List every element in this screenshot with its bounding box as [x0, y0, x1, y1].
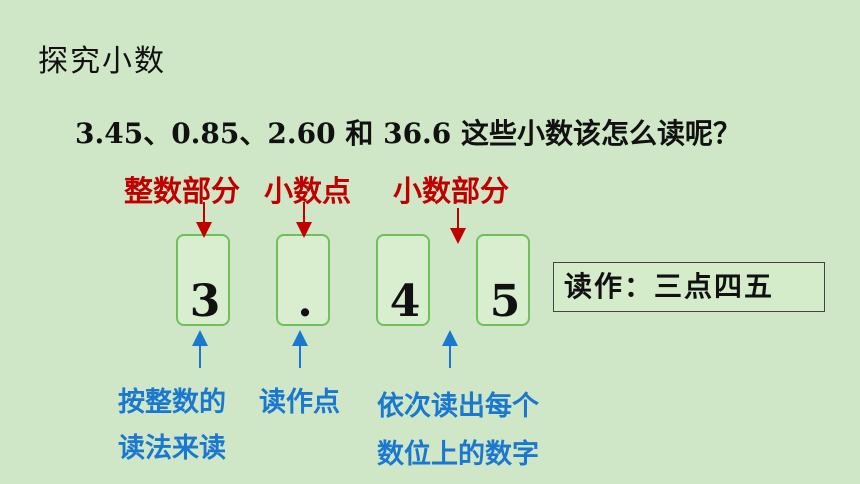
explain-decimal-line1: 依次读出每个	[377, 391, 539, 422]
label-integer-part: 整数部分	[124, 174, 241, 208]
digit-integer: 3	[189, 276, 221, 327]
digit-point: .	[297, 276, 313, 327]
explain-decimal-line2: 数位上的数字	[377, 439, 539, 470]
question-text: 3.45、0.85、2.60 和 36.6 这些小数该怎么读呢？	[75, 117, 742, 150]
reading-box: 读作：三点四五	[553, 262, 825, 312]
explain-integer-line1: 按整数的	[118, 387, 226, 418]
page-title: 探究小数	[38, 44, 166, 79]
explain-point: 读作点	[259, 387, 340, 418]
digit-tenths: 4	[389, 276, 421, 327]
explain-integer-line2: 读法来读	[118, 433, 226, 464]
label-decimal-point: 小数点	[264, 174, 352, 208]
digit-card-3	[376, 234, 430, 326]
digit-hundredths: 5	[489, 276, 521, 327]
digit-card-2	[276, 234, 330, 326]
label-decimal-part: 小数部分	[393, 174, 510, 208]
digit-card-4	[476, 234, 530, 326]
